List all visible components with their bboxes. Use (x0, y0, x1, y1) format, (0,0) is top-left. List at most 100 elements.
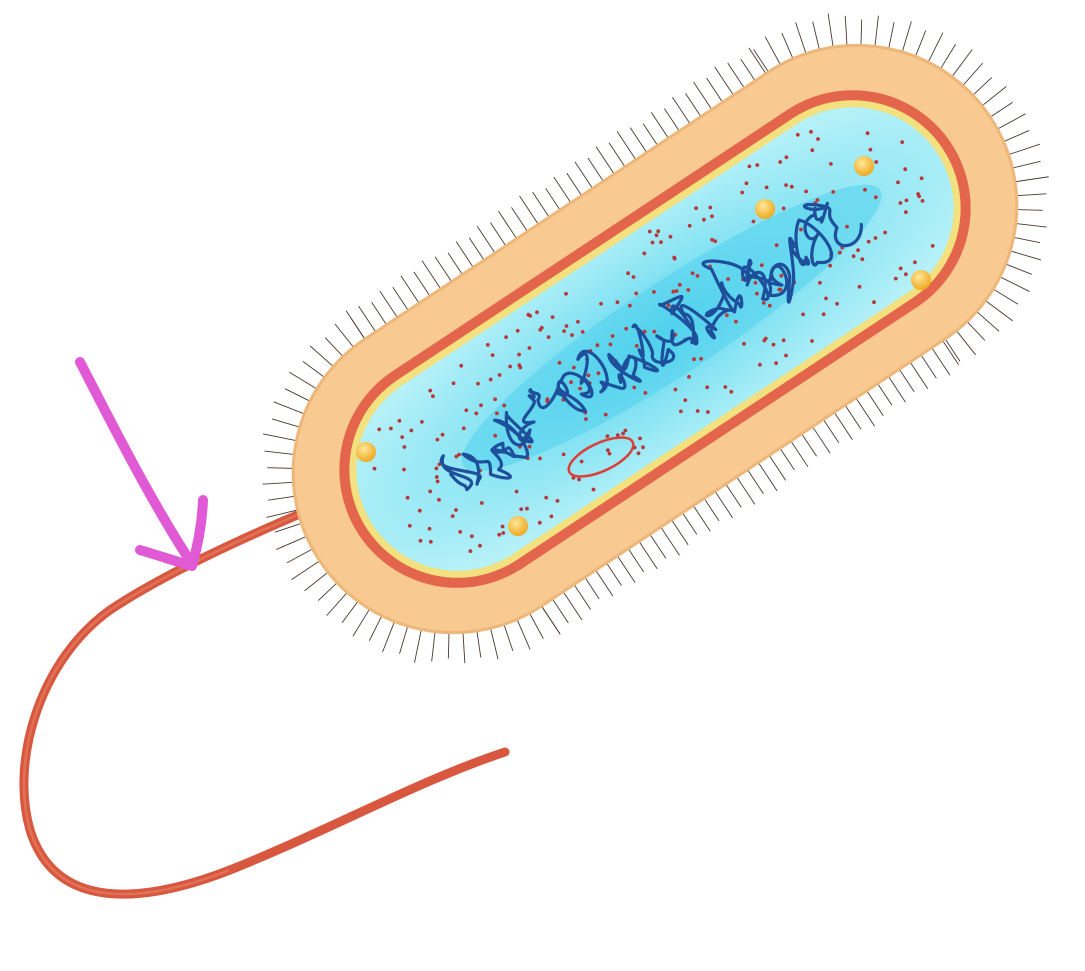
ribosome (605, 434, 610, 439)
ribosome (634, 344, 639, 348)
ribosome (564, 291, 568, 296)
ribosome (435, 437, 440, 442)
ribosome (557, 360, 562, 365)
ribosome (692, 357, 696, 362)
ribosome (427, 526, 432, 531)
ribosome (642, 251, 647, 256)
ribosome (461, 426, 466, 431)
ribosome (652, 329, 657, 334)
ribosome (457, 452, 461, 457)
ribosome (636, 451, 641, 456)
ribosome (397, 418, 402, 423)
ribosome (809, 129, 813, 134)
ribosome (778, 160, 783, 164)
ribosome (656, 229, 661, 234)
ribosome (468, 549, 473, 553)
ribosome (784, 183, 788, 188)
ribosome (418, 538, 423, 543)
ribosome (774, 361, 778, 365)
ribosome (710, 237, 714, 242)
ribosome (377, 427, 382, 432)
ribosome (550, 315, 555, 319)
ribosome (493, 433, 498, 438)
ribosome (479, 501, 484, 505)
ribosome (761, 301, 766, 305)
ribosome (755, 291, 759, 296)
ribosome (708, 205, 713, 210)
ribosome (837, 250, 842, 255)
ribosome (690, 271, 695, 276)
flagellum-icon (19, 493, 510, 899)
ribosome (672, 256, 677, 261)
ribosome (485, 343, 490, 347)
ribosome (579, 459, 584, 464)
ribosome (764, 185, 769, 190)
ribosome (607, 451, 612, 456)
ribosome (654, 233, 659, 238)
ribosome (606, 448, 610, 453)
ribosome (801, 312, 805, 317)
ribosome (874, 160, 879, 164)
ribosome (695, 409, 700, 413)
ribosome (674, 289, 679, 293)
ribosome (679, 409, 683, 414)
ribosome (603, 412, 608, 417)
ribosome (893, 276, 898, 281)
ribosome (546, 335, 551, 339)
ribosome (584, 417, 588, 421)
ribosome (898, 266, 903, 271)
ribosome (497, 373, 502, 377)
ribosome (695, 274, 700, 278)
ribosome (437, 497, 441, 502)
ribosome (755, 163, 760, 167)
ribosome (821, 312, 826, 317)
ribosome (569, 380, 573, 385)
ribosome (650, 240, 655, 245)
ribosome (514, 489, 519, 494)
ribosome (428, 539, 433, 544)
ribosome (744, 181, 749, 186)
ribosome (759, 263, 764, 268)
ribosome (504, 335, 508, 339)
ribosome (428, 489, 433, 494)
ribosome (872, 300, 876, 305)
ribosome (372, 466, 377, 471)
ribosome (784, 353, 788, 358)
ribosome (699, 356, 703, 361)
ribosome (502, 403, 507, 408)
ribosome (431, 394, 435, 399)
ribosome (570, 333, 574, 337)
ribosome (668, 234, 673, 239)
ribosome (576, 319, 580, 324)
ribosome (488, 377, 493, 382)
ribosome (710, 214, 714, 219)
ribosome (621, 431, 625, 436)
ribosome (402, 467, 406, 472)
ribosome (898, 201, 903, 205)
ribosome (608, 342, 613, 347)
ribosome (734, 319, 738, 324)
ribosome (562, 329, 566, 333)
ribosome (564, 324, 569, 328)
ribosome (490, 353, 495, 357)
ribosome (474, 411, 479, 416)
ribosome (409, 428, 414, 433)
ribosome (742, 341, 746, 346)
ribosome (857, 284, 862, 289)
ribosome (517, 363, 522, 368)
ribosome (913, 260, 917, 265)
ribosome (784, 155, 789, 160)
ribosome (528, 314, 533, 318)
ribosome (454, 454, 459, 459)
ribosome (747, 164, 752, 169)
ribosome (407, 523, 412, 528)
ribosome (686, 288, 691, 292)
ribosome (904, 210, 908, 215)
ribosome (856, 248, 860, 253)
ribosome (818, 280, 822, 285)
ribosome (831, 190, 836, 194)
ribosome (706, 410, 710, 414)
ribosome (549, 514, 554, 519)
ribosome (459, 363, 464, 368)
